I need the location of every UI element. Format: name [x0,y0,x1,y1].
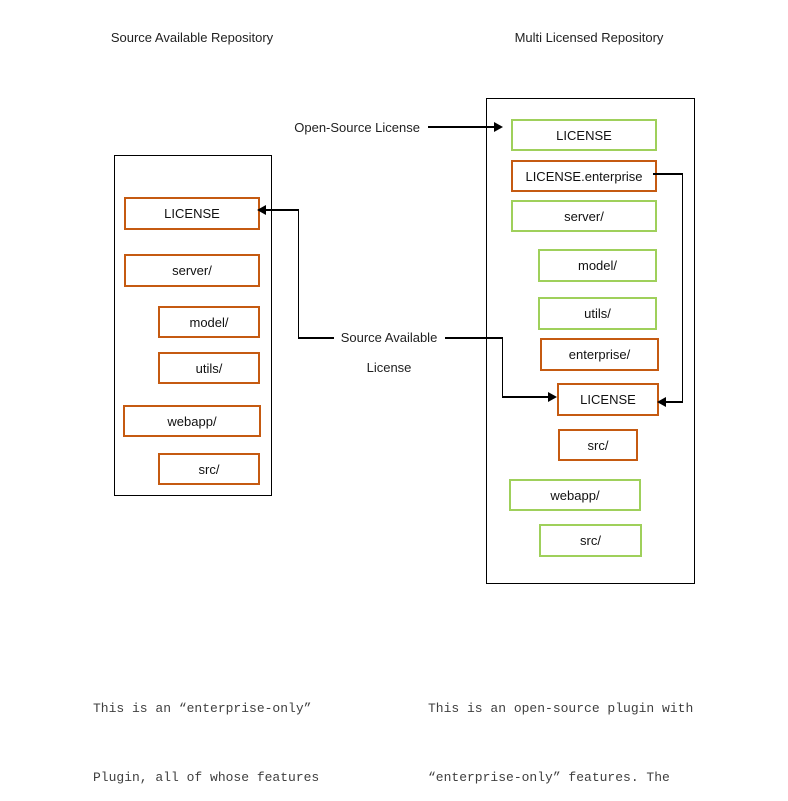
source-available-right-vertical-line [501,338,503,398]
left-repo-note: This is an “enterprise-only” Plugin, all… [93,650,366,801]
right-repo-note: This is an open-source plugin with “ente… [428,650,693,801]
left-repo-title: Source Available Repository [110,30,274,45]
note-line: “enterprise-only” features. The [428,770,670,786]
right-box-enterprise-folder: enterprise/ [540,338,659,371]
arrowhead-into-inner-license-right-icon [657,397,666,407]
open-source-license-label: Open-Source License [294,120,420,135]
right-box-license-inner: LICENSE [557,383,659,416]
left-box-license: LICENSE [124,197,260,230]
source-available-right-arrow-line [502,396,549,398]
note-line: This is an “enterprise-only” [93,700,312,716]
open-source-arrow-line [428,126,496,128]
right-box-src: src/ [539,524,642,557]
source-available-left-vertical-line [297,210,299,339]
source-available-license-label-line1: Source Available [340,330,438,345]
left-box-webapp: webapp/ [123,405,261,437]
license-enterprise-arrow-line [665,401,682,403]
right-box-webapp: webapp/ [509,479,641,511]
note-line: This is an open-source plugin with [428,700,694,716]
source-available-right-label-line [445,337,503,339]
source-available-left-label-line [298,337,334,339]
left-box-utils: utils/ [158,352,260,384]
right-box-src-inner: src/ [558,429,638,461]
arrowhead-into-inner-license-left-icon [548,392,557,402]
left-box-model: model/ [158,306,260,338]
right-box-model: model/ [538,249,657,282]
right-repo-title: Multi Licensed Repository [514,30,664,45]
left-box-server: server/ [124,254,260,287]
arrowhead-into-open-license-icon [494,122,503,132]
right-box-license-open: LICENSE [511,119,657,151]
license-enterprise-exit-line [653,173,683,175]
license-enterprise-vertical-line [681,174,683,403]
left-box-src: src/ [158,453,260,485]
arrowhead-into-left-license-icon [257,205,266,215]
source-available-license-label-line2: License [366,360,412,375]
right-box-server: server/ [511,200,657,232]
source-available-left-arrow-line [265,209,299,211]
right-box-utils: utils/ [538,297,657,330]
right-box-license-enterprise: LICENSE.enterprise [511,160,657,192]
note-line: Plugin, all of whose features [93,770,320,786]
